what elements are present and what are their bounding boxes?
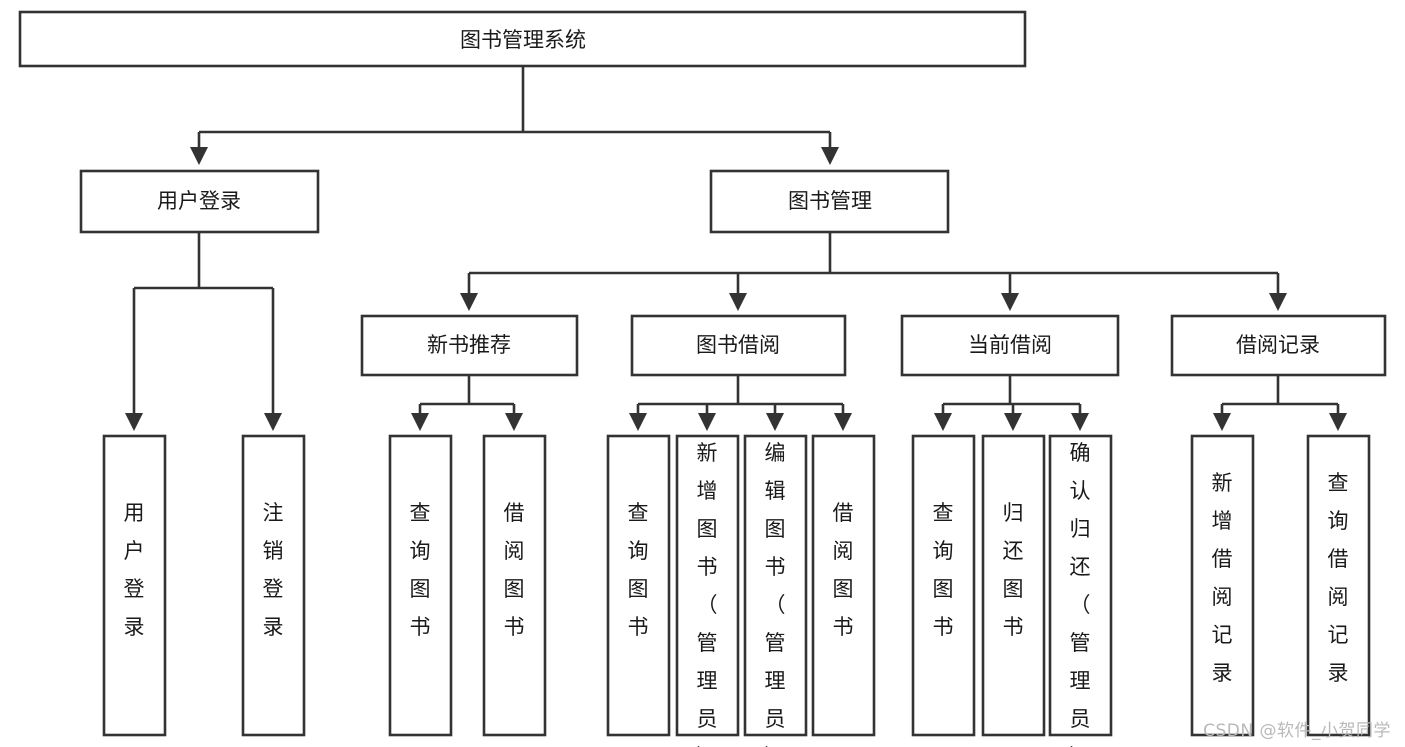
node-leaf-return-book-box[interactable] xyxy=(981,434,1046,737)
node-leaf-query-book-1-box[interactable] xyxy=(388,434,453,737)
node-leaf-query-book-2-box[interactable] xyxy=(606,434,671,737)
node-book-manage-label: 图书管理 xyxy=(788,189,872,213)
node-leaf-query-book-3-box[interactable] xyxy=(911,434,976,737)
node-leaf-query-record[interactable]: 查询借阅记录 xyxy=(1306,434,1371,737)
node-leaf-query-book-2-label: 查询图书 xyxy=(628,501,649,639)
node-borrow-record-label: 借阅记录 xyxy=(1236,333,1320,357)
node-borrow-record-box[interactable] xyxy=(1170,314,1387,377)
node-leaf-return-book-label: 归还图书 xyxy=(1003,501,1024,639)
node-leaf-add-record[interactable]: 新增借阅记录 xyxy=(1190,434,1255,737)
node-book-borrow[interactable]: 图书借阅 xyxy=(630,314,847,377)
node-leaf-return-book[interactable]: 归还图书 xyxy=(981,434,1046,737)
node-new-book-recommend-label: 新书推荐 xyxy=(427,333,511,357)
node-leaf-add-record-label: 新增借阅记录 xyxy=(1212,471,1233,685)
node-root-label: 图书管理系统 xyxy=(460,28,586,52)
node-leaf-edit-book-box[interactable] xyxy=(743,434,808,737)
node-leaf-add-book-box[interactable] xyxy=(675,434,740,737)
node-user-login-label: 用户登录 xyxy=(157,189,241,213)
node-root[interactable]: 图书管理系统 xyxy=(18,10,1027,68)
node-book-borrow-label: 图书借阅 xyxy=(696,333,780,357)
node-current-borrow-box[interactable] xyxy=(900,314,1120,377)
node-current-borrow[interactable]: 当前借阅 xyxy=(900,314,1120,377)
node-leaf-borrow-book-2-box[interactable] xyxy=(811,434,876,737)
node-leaf-query-record-box[interactable] xyxy=(1306,434,1371,737)
node-leaf-query-book-2[interactable]: 查询图书 xyxy=(606,434,671,737)
node-leaf-query-book-3[interactable]: 查询图书 xyxy=(911,434,976,737)
node-current-borrow-label: 当前借阅 xyxy=(968,333,1052,357)
node-leaf-query-record-label: 查询借阅记录 xyxy=(1328,471,1349,685)
node-leaf-logout-box[interactable] xyxy=(241,434,306,737)
node-leaf-user-login[interactable]: 用户登录 xyxy=(102,434,167,737)
node-leaf-user-login-label: 用户登录 xyxy=(124,501,145,639)
node-leaf-user-login-box[interactable] xyxy=(102,434,167,737)
node-leaf-query-book-3-label: 查询图书 xyxy=(933,501,954,639)
node-user-login-box[interactable] xyxy=(79,169,320,234)
node-borrow-record[interactable]: 借阅记录 xyxy=(1170,314,1387,377)
node-leaf-borrow-book-1-label: 借阅图书 xyxy=(504,501,525,639)
node-leaf-borrow-book-2-label: 借阅图书 xyxy=(833,501,854,639)
node-leaf-borrow-book-1-box[interactable] xyxy=(482,434,547,737)
node-leaf-borrow-book-2[interactable]: 借阅图书 xyxy=(811,434,876,737)
node-book-manage-box[interactable] xyxy=(709,169,950,234)
node-leaf-logout-label: 注销登录 xyxy=(263,501,284,639)
node-user-login[interactable]: 用户登录 xyxy=(79,169,320,234)
node-book-borrow-box[interactable] xyxy=(630,314,847,377)
node-book-manage[interactable]: 图书管理 xyxy=(709,169,950,234)
node-new-book-recommend[interactable]: 新书推荐 xyxy=(360,314,579,377)
node-leaf-query-book-1[interactable]: 查询图书 xyxy=(388,434,453,737)
node-leaf-borrow-book-1[interactable]: 借阅图书 xyxy=(482,434,547,737)
node-leaf-add-record-box[interactable] xyxy=(1190,434,1255,737)
node-root-box[interactable] xyxy=(18,10,1027,68)
node-leaf-query-book-1-label: 查询图书 xyxy=(410,501,431,639)
node-leaf-add-book[interactable]: 新增图书（管理员） xyxy=(675,434,740,747)
node-leaf-confirm-return-box[interactable] xyxy=(1048,434,1113,737)
node-leaf-add-book-label: 新增图书（管理员） xyxy=(697,441,718,747)
node-leaf-confirm-return-label: 确认归还（管理员） xyxy=(1070,441,1091,747)
node-leaf-edit-book-label: 编辑图书（管理员） xyxy=(765,441,786,747)
node-leaf-confirm-return[interactable]: 确认归还（管理员） xyxy=(1048,434,1113,747)
node-leaf-edit-book[interactable]: 编辑图书（管理员） xyxy=(743,434,808,747)
node-leaf-logout[interactable]: 注销登录 xyxy=(241,434,306,737)
edge-layer xyxy=(124,66,1348,432)
node-new-book-recommend-box[interactable] xyxy=(360,314,579,377)
